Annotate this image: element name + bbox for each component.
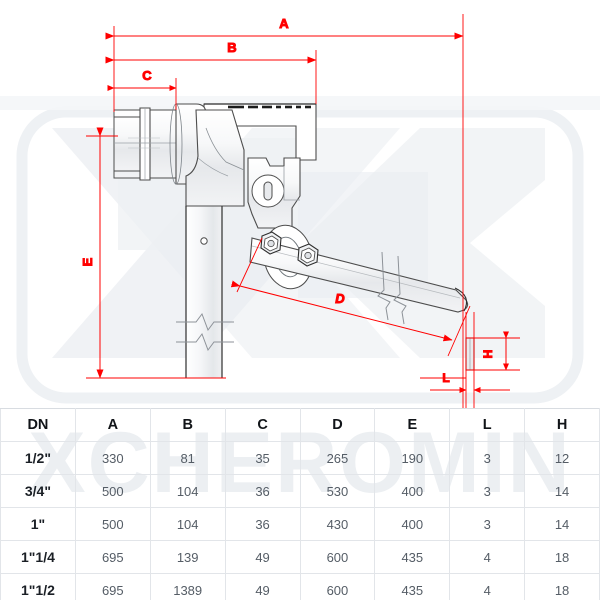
cell-d: 430 xyxy=(299,507,376,541)
cell-dn: 1"1/2 xyxy=(0,573,76,600)
column-header-h: H xyxy=(524,408,600,442)
cell-c: 49 xyxy=(224,573,301,600)
valve-technical-drawing: A B C E xyxy=(0,14,600,408)
cell-b: 139 xyxy=(149,540,226,574)
dimension-A: A xyxy=(105,16,464,40)
cell-a: 500 xyxy=(74,474,151,508)
valve-stem-block xyxy=(247,157,301,229)
cell-a: 500 xyxy=(74,507,151,541)
dimension-C: C xyxy=(107,68,177,91)
dimension-D: D xyxy=(230,237,471,357)
cell-dn: 1" xyxy=(0,507,76,541)
end-block xyxy=(465,337,475,371)
cell-d: 600 xyxy=(299,573,376,600)
cell-l: 3 xyxy=(449,507,526,541)
hex-nut-lower xyxy=(297,243,319,267)
table-row: 1" 500 104 36 430 400 3 14 xyxy=(0,507,600,541)
cell-b: 104 xyxy=(149,507,226,541)
cell-d: 600 xyxy=(299,540,376,574)
dimension-E: E xyxy=(80,127,104,379)
extension-lines xyxy=(86,14,520,408)
cell-h: 18 xyxy=(524,540,600,574)
cell-dn: 3/4" xyxy=(0,474,76,508)
cell-h: 14 xyxy=(524,474,600,508)
cell-c: 35 xyxy=(224,441,301,475)
watermark-band xyxy=(0,96,600,110)
dimension-L: L xyxy=(430,371,510,393)
elbow-body xyxy=(185,109,245,207)
dimension-label-D: D xyxy=(335,291,345,306)
cell-d: 265 xyxy=(299,441,376,475)
dimension-label-H: H xyxy=(481,350,495,359)
cell-c: 36 xyxy=(224,474,301,508)
column-header-dn: DN xyxy=(0,408,76,442)
cell-l: 3 xyxy=(449,474,526,508)
dimension-B: B xyxy=(105,40,317,64)
cell-b: 1389 xyxy=(149,573,226,600)
table-row: 1"1/2 695 1389 49 600 435 4 18 xyxy=(0,573,600,600)
cell-dn: 1/2" xyxy=(0,441,76,475)
cell-c: 36 xyxy=(224,507,301,541)
table-header-row: DN A B C D E L H xyxy=(0,408,600,442)
column-header-a: A xyxy=(74,408,151,442)
pipe-break-symbol xyxy=(176,312,234,352)
cell-a: 695 xyxy=(74,573,151,600)
column-header-e: E xyxy=(374,408,451,442)
column-header-c: C xyxy=(224,408,301,442)
dimension-H: H xyxy=(481,331,509,371)
column-header-b: B xyxy=(149,408,226,442)
table-row: 3/4" 500 104 36 530 400 3 14 xyxy=(0,474,600,508)
cell-h: 18 xyxy=(524,573,600,600)
dimension-label-B: B xyxy=(227,40,236,55)
cell-l: 3 xyxy=(449,441,526,475)
hex-nut-upper xyxy=(260,231,282,255)
cell-e: 400 xyxy=(374,474,451,508)
cell-c: 49 xyxy=(224,540,301,574)
cell-b: 81 xyxy=(149,441,226,475)
cell-e: 435 xyxy=(374,540,451,574)
cell-a: 695 xyxy=(74,540,151,574)
dimension-annotations: A B C E xyxy=(80,14,520,408)
cell-h: 14 xyxy=(524,507,600,541)
cell-d: 530 xyxy=(299,474,376,508)
table-row: 1/2" 330 81 35 265 190 3 12 xyxy=(0,441,600,475)
cell-h: 12 xyxy=(524,441,600,475)
cell-e: 190 xyxy=(374,441,451,475)
vertical-downpipe xyxy=(185,205,223,379)
dimension-label-A: A xyxy=(279,16,289,31)
dimension-label-C: C xyxy=(142,68,152,83)
specification-table: DN A B C D E L H 1/2" 330 81 35 265 19 xyxy=(0,408,600,600)
cell-dn: 1"1/4 xyxy=(0,540,76,574)
column-header-l: L xyxy=(449,408,526,442)
specification-table-container: XCHEROMIN DN A B C D E L H 1/2" 330 xyxy=(0,408,600,600)
dimension-label-E: E xyxy=(80,257,95,266)
cell-l: 4 xyxy=(449,540,526,574)
cell-a: 330 xyxy=(74,441,151,475)
table-row: 1"1/4 695 139 49 600 435 4 18 xyxy=(0,540,600,574)
cell-e: 435 xyxy=(374,573,451,600)
cell-b: 104 xyxy=(149,474,226,508)
cell-e: 400 xyxy=(374,507,451,541)
column-header-d: D xyxy=(299,408,376,442)
cell-l: 4 xyxy=(449,573,526,600)
dimension-label-L: L xyxy=(442,371,449,385)
